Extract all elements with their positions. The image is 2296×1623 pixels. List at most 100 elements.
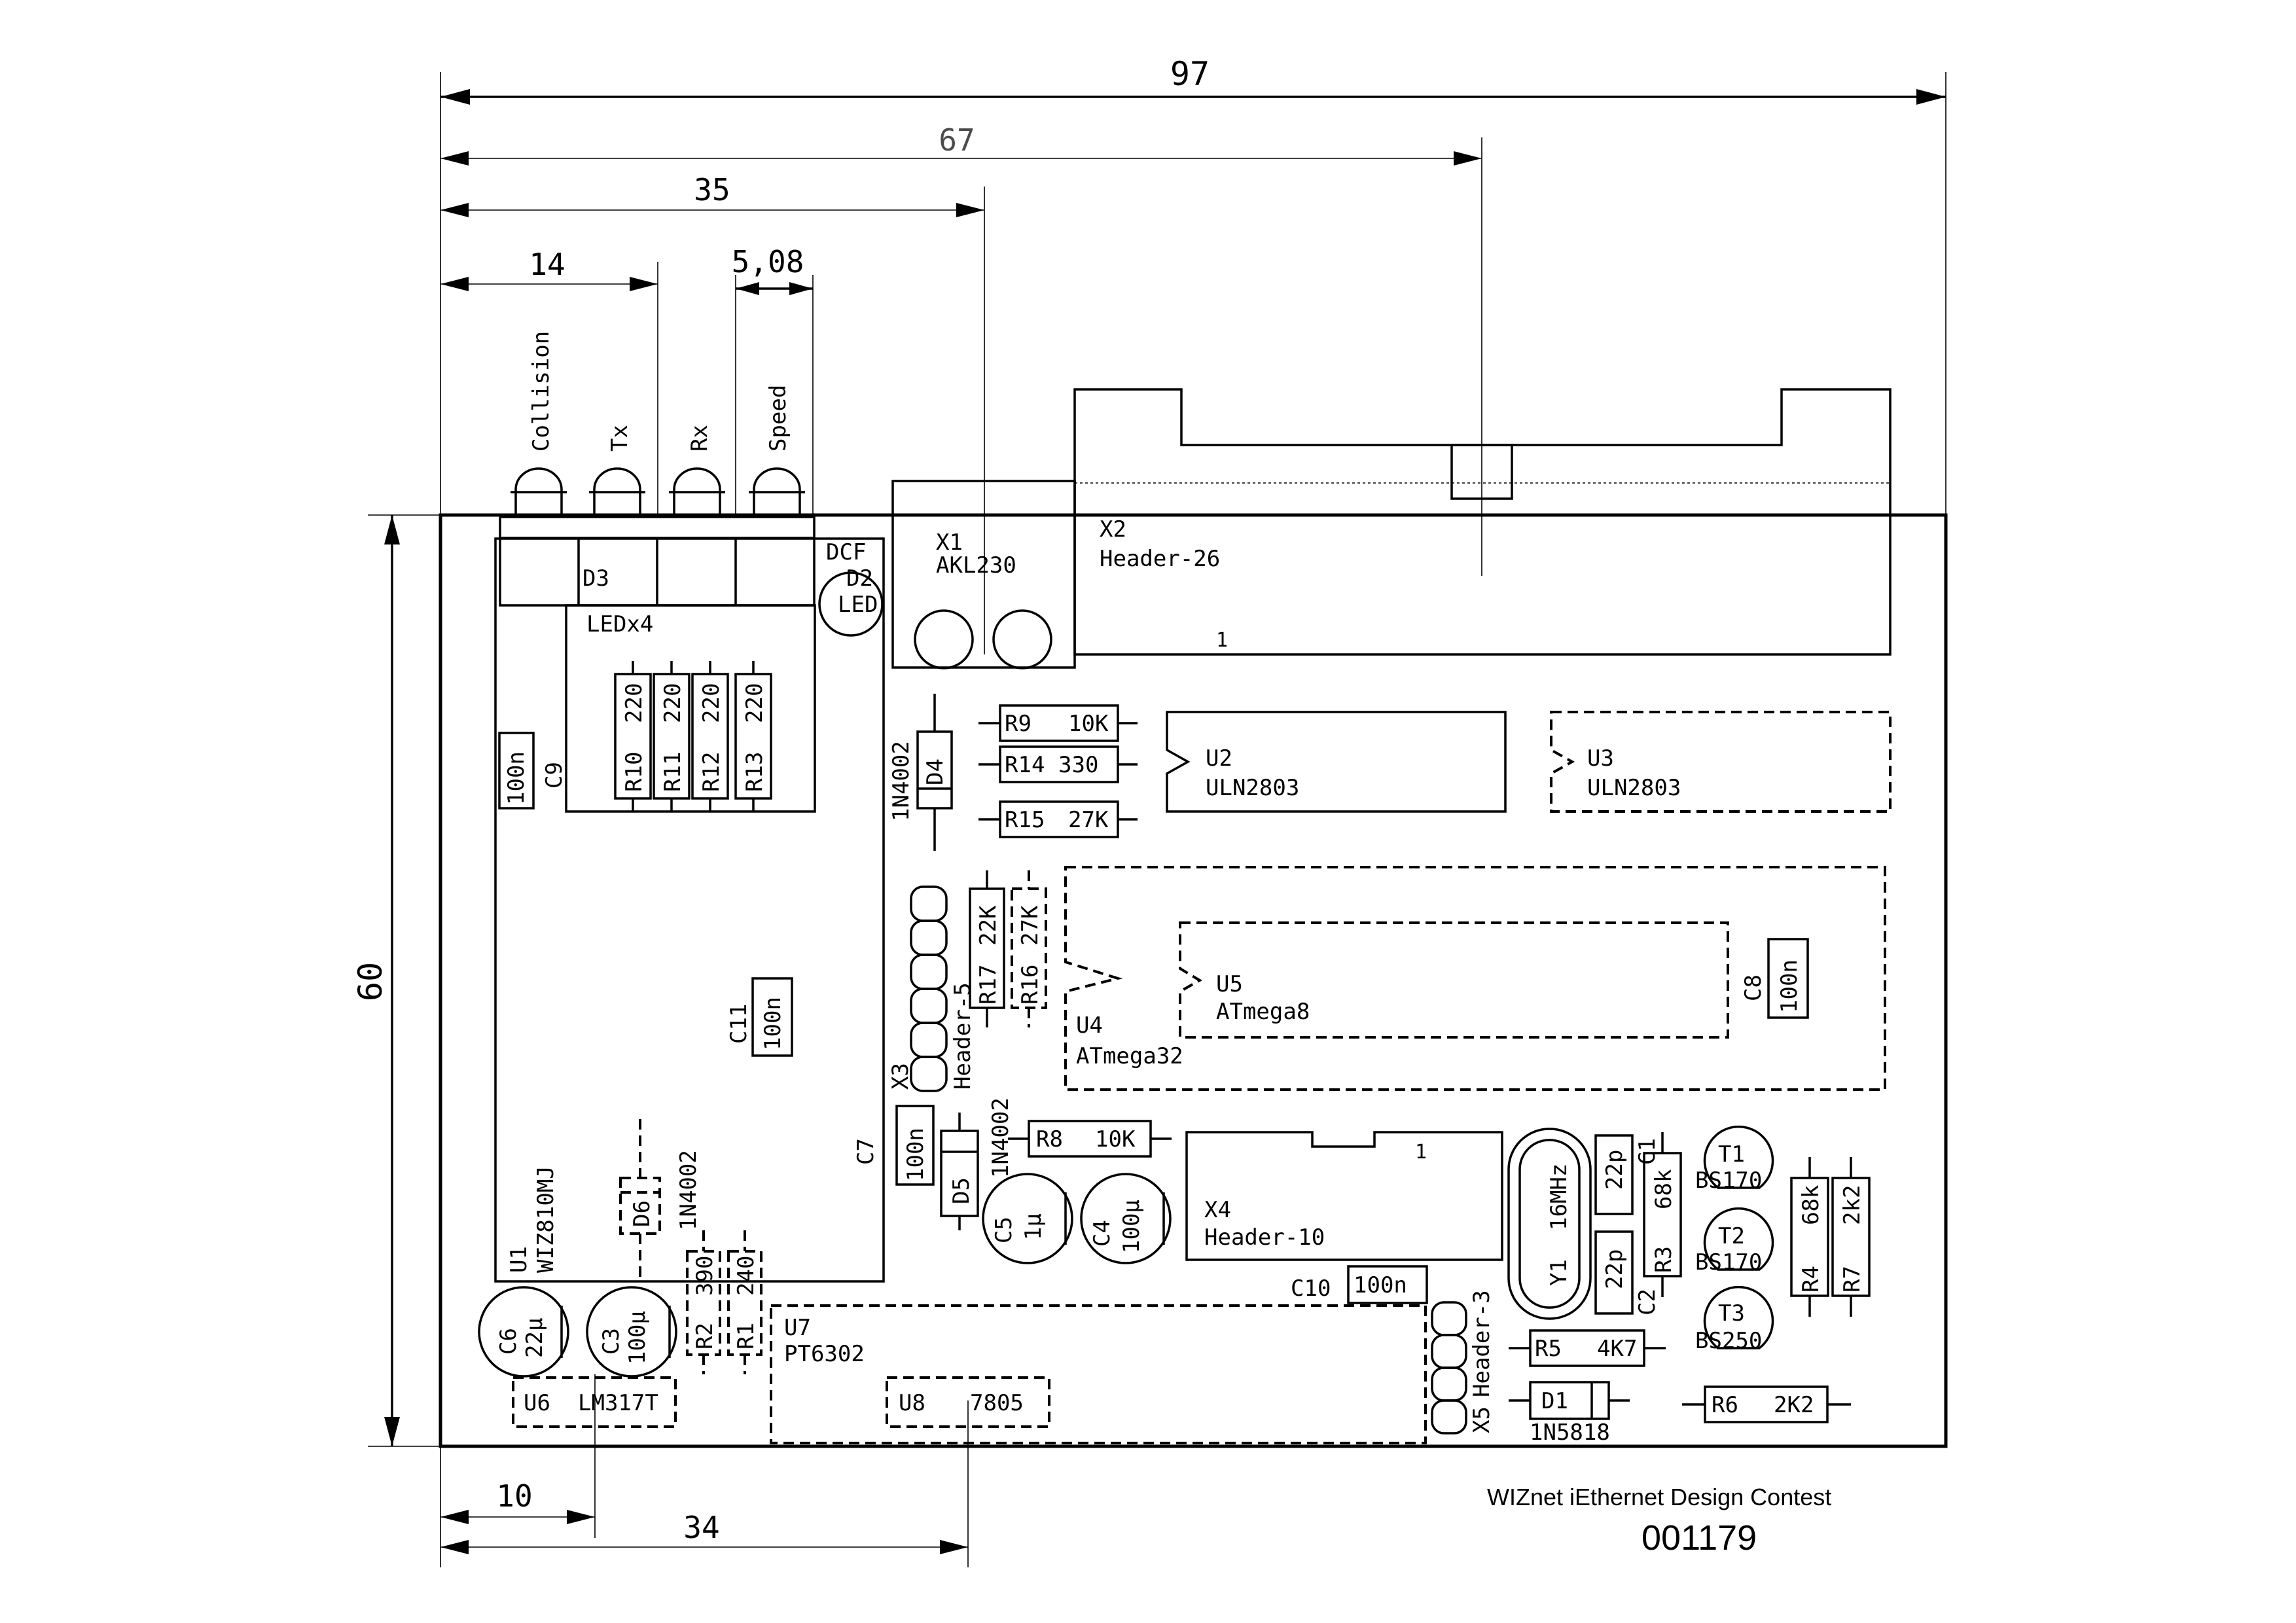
u6-regulator: U6 LM317T <box>512 1376 677 1428</box>
svg-text:ULN2803: ULN2803 <box>1587 775 1681 801</box>
c4-capacitor: C4 100µ <box>1080 1173 1172 1264</box>
svg-text:Header-10: Header-10 <box>1204 1224 1325 1251</box>
r17-resistor: R17 22K <box>969 870 1005 1027</box>
x1-terminal-block: X1 AKL230 <box>891 480 1076 669</box>
svg-text:C8: C8 <box>1740 974 1767 1001</box>
r8-resistor: R8 10K <box>1008 1120 1172 1158</box>
r5-resistor: R5 4K7 <box>1509 1329 1666 1367</box>
svg-text:BS250: BS250 <box>1695 1328 1762 1354</box>
svg-text:C9: C9 <box>541 762 567 789</box>
svg-text:C7: C7 <box>853 1138 879 1165</box>
svg-text:R2: R2 <box>692 1323 718 1349</box>
u1-module-outline <box>494 537 885 1283</box>
r10-resistor: R10 220 <box>614 661 652 812</box>
svg-text:Header-26: Header-26 <box>1100 546 1220 572</box>
r15-resistor: R15 27K <box>978 800 1138 838</box>
svg-text:R10: R10 <box>621 752 647 792</box>
svg-text:R15: R15 <box>1005 807 1045 833</box>
svg-text:BS170: BS170 <box>1695 1168 1762 1194</box>
d1-diode: D1 1N5818 <box>1509 1381 1630 1446</box>
svg-text:ULN2803: ULN2803 <box>1206 775 1299 801</box>
led-tx-label: Tx <box>607 425 633 452</box>
svg-text:X5: X5 <box>1469 1406 1495 1433</box>
svg-text:C4: C4 <box>1089 1220 1115 1247</box>
svg-text:100n: 100n <box>903 1128 929 1181</box>
svg-text:D4: D4 <box>922 758 948 785</box>
svg-text:LED: LED <box>838 592 878 618</box>
u1-label: U1 WIZ810MJ <box>506 1166 559 1273</box>
svg-text:Y1: Y1 <box>1546 1259 1572 1286</box>
u8-7805: U8 7805 <box>886 1376 1050 1428</box>
svg-text:U6: U6 <box>524 1390 550 1416</box>
svg-text:R12: R12 <box>698 752 725 792</box>
r14-resistor: R14 330 <box>978 745 1138 783</box>
svg-text:D2: D2 <box>846 565 873 592</box>
dimension-x1-offset: 35 <box>440 172 985 654</box>
svg-text:220: 220 <box>698 683 725 723</box>
u7-pt6302: U7 PT6302 <box>770 1304 1427 1444</box>
r2-resistor: R2 390 <box>686 1230 721 1374</box>
svg-text:U8: U8 <box>899 1390 925 1416</box>
x5-header-3: X5 Header-3 <box>1431 1290 1495 1435</box>
svg-text:390: 390 <box>692 1256 718 1296</box>
svg-text:1N4002: 1N4002 <box>888 741 914 821</box>
dim-34-label: 34 <box>683 1510 719 1545</box>
svg-text:C11: C11 <box>726 1004 752 1044</box>
svg-text:27K: 27K <box>1017 905 1043 946</box>
u5-atmega8: U5 ATmega8 <box>1179 921 1729 1039</box>
svg-text:1N4002: 1N4002 <box>675 1150 702 1230</box>
svg-text:ATmega32: ATmega32 <box>1076 1043 1183 1069</box>
svg-text:C5: C5 <box>991 1217 1017 1243</box>
svg-text:C1: C1 <box>1634 1138 1660 1165</box>
c5-capacitor: C5 1µ <box>982 1173 1073 1264</box>
svg-text:U5: U5 <box>1216 971 1243 997</box>
svg-text:68k: 68k <box>1651 1169 1677 1209</box>
contest-title: WIZnet iEthernet Design Contest <box>1487 1484 1831 1510</box>
r3-resistor: R3 68k <box>1643 1132 1682 1297</box>
svg-text:22µ: 22µ <box>522 1318 548 1358</box>
ledx4-value-label: LEDx4 <box>586 611 653 637</box>
svg-text:R5: R5 <box>1535 1336 1562 1362</box>
svg-text:16MHz: 16MHz <box>1546 1164 1572 1230</box>
dim-67-label: 67 <box>939 122 975 158</box>
svg-text:X1: X1 <box>936 529 963 556</box>
u3-uln2803: U3 ULN2803 <box>1550 711 1892 813</box>
svg-text:220: 220 <box>660 683 686 723</box>
svg-text:X2: X2 <box>1100 516 1126 543</box>
svg-text:BS170: BS170 <box>1695 1249 1762 1275</box>
r11-resistor: R11 220 <box>653 661 691 812</box>
svg-text:U4: U4 <box>1076 1012 1103 1039</box>
svg-text:100n: 100n <box>503 751 529 805</box>
svg-text:220: 220 <box>621 683 647 723</box>
d2-dcf-led: DCF D2 LED <box>818 539 884 637</box>
svg-text:R9: R9 <box>1005 711 1031 737</box>
r16-resistor: R16 27K <box>1011 870 1047 1027</box>
svg-text:R14: R14 <box>1005 752 1045 778</box>
svg-text:ATmega8: ATmega8 <box>1216 999 1310 1025</box>
svg-text:1: 1 <box>1415 1141 1427 1164</box>
svg-text:T2: T2 <box>1718 1223 1745 1249</box>
svg-text:2k2: 2k2 <box>1839 1185 1865 1225</box>
svg-text:PT6302: PT6302 <box>784 1341 865 1367</box>
svg-text:R17: R17 <box>975 965 1001 1005</box>
svg-text:68k: 68k <box>1798 1185 1824 1225</box>
led-speed-label: Speed <box>765 385 791 452</box>
pcb-board-outline <box>439 513 1948 1448</box>
d6-diode: D6 1N4002 <box>619 1119 702 1283</box>
svg-text:C10: C10 <box>1291 1275 1331 1302</box>
d5-diode: D5 1N4002 <box>940 1097 1014 1230</box>
c9-capacitor: 100n C9 <box>498 732 567 810</box>
svg-text:WIZ810MJ: WIZ810MJ <box>533 1166 559 1273</box>
led-rx-label: Rx <box>687 425 713 452</box>
entry-number: 001179 <box>1641 1518 1757 1558</box>
svg-text:100n: 100n <box>1776 959 1803 1013</box>
r6-resistor: R6 2K2 <box>1682 1385 1851 1423</box>
svg-text:R13: R13 <box>742 752 768 792</box>
led-collision-label: Collision <box>528 331 554 452</box>
c2-capacitor: 22p C2 <box>1594 1230 1660 1315</box>
x2-header-26: X2 Header-26 1 <box>1073 388 1892 656</box>
dim-60-label: 60 <box>351 962 389 1001</box>
svg-text:X3: X3 <box>888 1063 914 1090</box>
led-array-d3: Collision Tx Rx Speed D3 LEDx4 <box>499 331 816 637</box>
